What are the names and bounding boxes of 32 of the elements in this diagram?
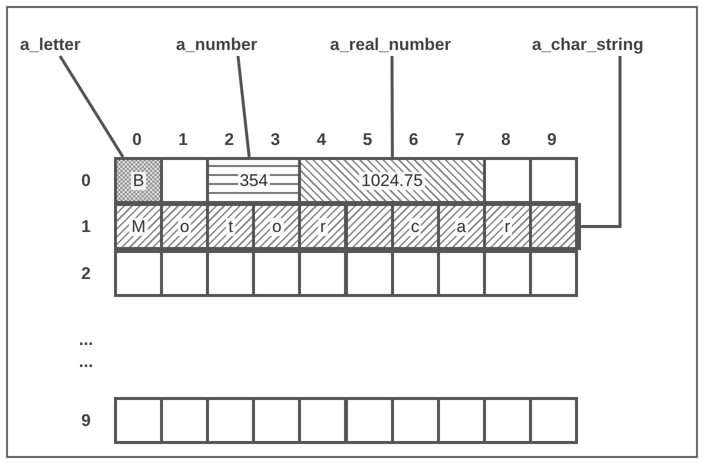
- string-row: [114, 203, 581, 250]
- column-index: 0: [132, 130, 142, 150]
- column-index: 7: [454, 130, 464, 150]
- leader-line: [581, 56, 622, 228]
- row-index: 0: [81, 171, 91, 191]
- memory-cell: [344, 397, 394, 444]
- memory-cell: [344, 250, 394, 297]
- row-index: 9: [81, 411, 91, 431]
- column-index: 5: [362, 130, 372, 150]
- leader-line: [58, 55, 124, 158]
- variable-name: a_char_string: [532, 34, 644, 56]
- leader-line: [390, 56, 394, 157]
- column-index: 6: [408, 130, 418, 150]
- variable-name: a_letter: [20, 34, 80, 56]
- column-index: 4: [316, 130, 326, 150]
- column-index: 1: [178, 130, 188, 150]
- column-index: 3: [270, 130, 280, 150]
- ellipsis-text: ...: [78, 330, 94, 350]
- memory-cell: [298, 250, 348, 297]
- column-index: 8: [501, 130, 511, 150]
- memory-cell: [344, 203, 394, 250]
- ellipsis-text: ...: [78, 352, 94, 372]
- row-index: 2: [81, 264, 91, 284]
- row-index: 1: [81, 217, 91, 237]
- variable-name: a_number: [176, 34, 258, 56]
- variable-name: a_real_number: [330, 34, 451, 56]
- memory-cell: [298, 397, 348, 444]
- column-index: 9: [547, 130, 557, 150]
- memory-cell: r: [298, 203, 348, 250]
- leader-line: [236, 56, 251, 158]
- memory-cell: 1024.75: [298, 157, 486, 204]
- column-index: 2: [224, 130, 234, 150]
